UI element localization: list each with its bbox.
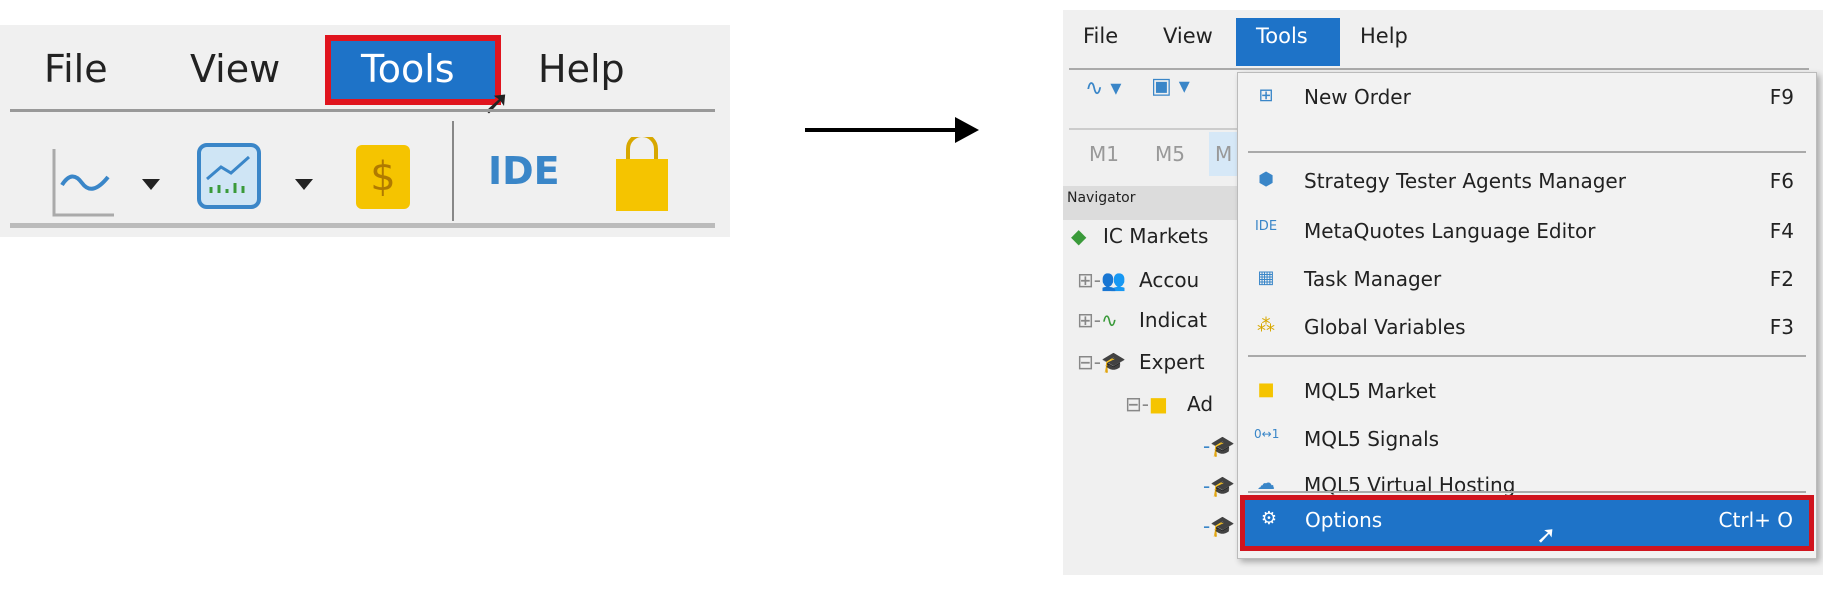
- task-manager-icon: ▦: [1257, 267, 1275, 288]
- item-label: Options: [1305, 508, 1383, 532]
- divider: [10, 223, 715, 228]
- menu-separator: [1248, 491, 1806, 493]
- chart-template-icon[interactable]: [195, 143, 325, 223]
- signals-icon: 0↔1: [1254, 427, 1280, 441]
- shield-icon: ⬢: [1258, 169, 1274, 190]
- menu-separator: [1248, 151, 1806, 153]
- item-label: MQL5 Virtual Hosting: [1304, 473, 1516, 497]
- item-shortcut: Ctrl+ O: [1718, 508, 1793, 532]
- timeframe-m1[interactable]: M1: [1089, 142, 1119, 166]
- nav-item-indicators[interactable]: Indicat: [1139, 308, 1207, 332]
- expert-icon[interactable]: -🎓: [1203, 434, 1236, 458]
- navigator-title: Navigator: [1067, 190, 1136, 206]
- menu-item-mql5-virtual-hosting[interactable]: ☁ MQL5 Virtual Hosting: [1238, 463, 1816, 507]
- market-bag-icon[interactable]: [612, 137, 672, 217]
- navigator-header: Navigator: [1063, 186, 1251, 220]
- collapse-icon[interactable]: ⊟-■: [1125, 392, 1168, 416]
- tools-dropdown-menu: ⊞ New Order F9 ⬢ Strategy Tester Agents Man…: [1237, 72, 1817, 559]
- item-label: Strategy Tester Agents Manager: [1304, 169, 1626, 193]
- menu-item-task-manager[interactable]: ▦ Task Manager F2: [1238, 257, 1816, 301]
- menu-item-new-order[interactable]: ⊞ New Order F9: [1238, 75, 1816, 119]
- broker-icon: ◆: [1071, 224, 1087, 248]
- nav-item-accounts[interactable]: Accou: [1139, 268, 1200, 292]
- item-shortcut: F6: [1769, 169, 1794, 193]
- arrowhead-icon: [955, 117, 979, 143]
- before-panel: File View Tools ➚ Help $ IDE: [0, 25, 730, 237]
- collapse-icon[interactable]: ⊟-🎓: [1077, 350, 1126, 374]
- item-label: Task Manager: [1304, 267, 1442, 291]
- menu-tools-label: Tools: [1256, 24, 1308, 48]
- line-chart-icon[interactable]: [50, 143, 170, 223]
- menu-item-strategy-tester-agents[interactable]: ⬢ Strategy Tester Agents Manager F6: [1238, 159, 1816, 203]
- chart-template-icon[interactable]: ▣ ▾: [1151, 74, 1190, 99]
- dollar-glyph: $: [370, 154, 396, 200]
- nav-item-folder[interactable]: Ad: [1187, 392, 1214, 416]
- bag-icon: ■: [1257, 379, 1275, 400]
- expand-icon[interactable]: ⊞-∿: [1077, 308, 1118, 332]
- menu-tools-label: Tools: [361, 47, 455, 91]
- menu-item-mql5-signals[interactable]: 0↔1 MQL5 Signals: [1238, 417, 1816, 461]
- expert-icon[interactable]: -🎓: [1203, 474, 1236, 498]
- expand-icon[interactable]: ⊞-👥: [1077, 268, 1126, 292]
- ide-button[interactable]: IDE: [488, 149, 560, 193]
- item-shortcut: F3: [1769, 315, 1794, 339]
- menu-help[interactable]: Help: [1360, 24, 1408, 48]
- item-shortcut: F4: [1769, 219, 1794, 243]
- menu-item-global-variables[interactable]: ⁂ Global Variables F3: [1238, 305, 1816, 349]
- divider: [10, 109, 715, 112]
- menu-separator: [1248, 355, 1806, 357]
- menu-item-metaquotes-editor[interactable]: IDE MetaQuotes Language Editor F4: [1238, 209, 1816, 253]
- item-label: MQL5 Signals: [1304, 427, 1440, 451]
- item-shortcut: F2: [1769, 267, 1794, 291]
- menu-tools-open[interactable]: Tools: [1236, 18, 1340, 66]
- timeframe-m[interactable]: M: [1209, 132, 1239, 176]
- gear-icon: ⚙: [1260, 508, 1278, 529]
- nav-item-broker[interactable]: IC Markets: [1103, 224, 1209, 248]
- dollar-icon[interactable]: $: [356, 145, 410, 209]
- item-shortcut: F9: [1769, 85, 1794, 109]
- after-panel: File View Tools Help ∿ ▾ ▣ ▾ M1 M5 M Nav…: [1063, 10, 1823, 575]
- nav-item-experts[interactable]: Expert: [1139, 350, 1205, 374]
- menu-item-options-highlighted[interactable]: ⚙ Options Ctrl+ O: [1240, 495, 1814, 551]
- line-chart-icon[interactable]: ∿ ▾: [1085, 76, 1122, 101]
- expert-icon[interactable]: -🎓: [1203, 514, 1236, 538]
- divider: [1069, 68, 1809, 70]
- cursor-icon: ➚: [1536, 521, 1557, 549]
- cursor-icon: ➚: [482, 83, 511, 123]
- arrow-icon: [805, 128, 965, 132]
- toolbar-separator: [452, 121, 454, 221]
- timeframe-m5[interactable]: M5: [1155, 142, 1185, 166]
- item-label: MetaQuotes Language Editor: [1304, 219, 1596, 243]
- menu-file[interactable]: File: [1083, 24, 1119, 48]
- item-label: New Order: [1304, 85, 1411, 109]
- menu-view[interactable]: View: [1163, 24, 1213, 48]
- item-label: Global Variables: [1304, 315, 1466, 339]
- menu-file[interactable]: File: [44, 47, 108, 91]
- ide-icon: IDE: [1254, 219, 1278, 234]
- menu-help[interactable]: Help: [538, 47, 625, 91]
- menu-item-mql5-market[interactable]: ■ MQL5 Market: [1238, 369, 1816, 413]
- global-variables-icon: ⁂: [1257, 315, 1275, 336]
- cloud-icon: ☁: [1257, 473, 1275, 494]
- item-label: MQL5 Market: [1304, 379, 1436, 403]
- new-order-icon: ⊞: [1258, 85, 1274, 106]
- menu-view[interactable]: View: [190, 47, 281, 91]
- menu-tools-highlighted[interactable]: Tools: [325, 35, 501, 105]
